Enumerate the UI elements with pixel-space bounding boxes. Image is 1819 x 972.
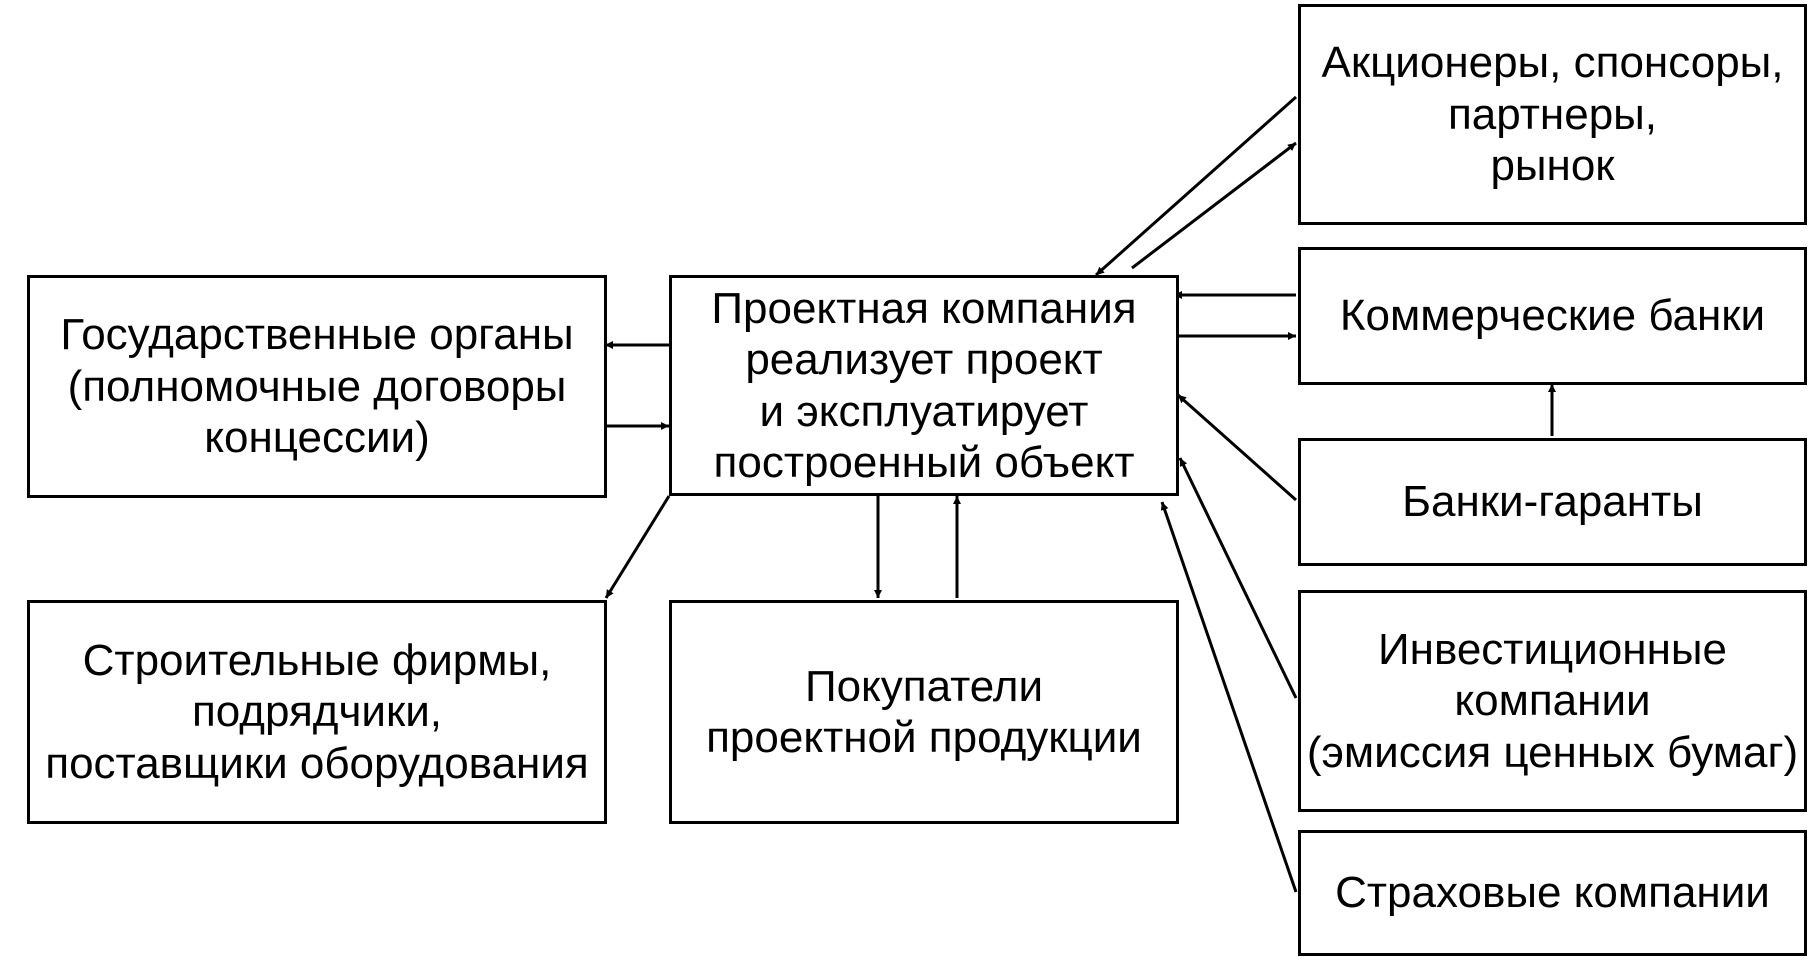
arrow-shareholders-to-center bbox=[1095, 95, 1297, 277]
arrow-guarantor-to-center bbox=[1177, 393, 1297, 502]
commercial-banks-box: Коммерческие банки bbox=[1298, 247, 1807, 385]
shareholders-line-2: партнеры, bbox=[1447, 89, 1658, 139]
buyers-line-2: проектной продукции bbox=[706, 713, 1142, 762]
shareholders-box: Акционеры, спонсоры, партнеры, рынок bbox=[1298, 4, 1807, 225]
center-line-3: и эксплуатирует bbox=[759, 386, 1089, 436]
government-line-2: (полномочные договоры bbox=[67, 361, 567, 411]
construction-line-1: Строительные фирмы, bbox=[82, 635, 552, 685]
construction-firms-box: Строительные фирмы, подрядчики, поставщи… bbox=[27, 600, 607, 824]
investment-line-1: Инвестиционные bbox=[1378, 624, 1727, 674]
shareholders-line-3: рынок bbox=[1490, 141, 1615, 191]
center-line-2: реализует проект bbox=[745, 335, 1103, 385]
arrow-center-to-shareholders bbox=[1131, 141, 1297, 270]
center-line-1: Проектная компания bbox=[711, 283, 1137, 333]
investment-line-3: (эмиссия ценных бумаг) bbox=[1306, 727, 1799, 777]
government-line-1: Государственные органы bbox=[60, 310, 574, 360]
commercial-banks-line-1: Коммерческие банки bbox=[1339, 291, 1766, 341]
buyers-line-1: Покупатели bbox=[804, 661, 1044, 711]
insurance-line-1: Страховые компании bbox=[1335, 868, 1770, 918]
arrow-center-to-construction bbox=[604, 495, 671, 599]
product-buyers-box: Покупатели проектной продукции bbox=[669, 600, 1179, 824]
investment-companies-box: Инвестиционные компании (эмиссия ценных … bbox=[1298, 590, 1807, 812]
center-project-company-box: Проектная компания реализует проект и эк… bbox=[669, 275, 1179, 496]
construction-line-3: поставщики оборудования bbox=[45, 738, 589, 788]
arrow-insurance-to-center bbox=[1160, 501, 1298, 893]
government-line-3: концессии) bbox=[204, 413, 430, 463]
guarantor-banks-line-1: Банки-гаранты bbox=[1402, 477, 1703, 527]
shareholders-line-1: Акционеры, спонсоры, bbox=[1321, 38, 1784, 88]
center-line-4: построенный объект bbox=[713, 437, 1135, 487]
guarantor-banks-box: Банки-гаранты bbox=[1298, 438, 1807, 566]
government-bodies-box: Государственные органы (полномочные дого… bbox=[27, 275, 607, 498]
arrow-investment-to-center bbox=[1178, 457, 1298, 699]
investment-line-2: компании bbox=[1454, 676, 1651, 726]
insurance-companies-box: Страховые компании bbox=[1298, 830, 1807, 956]
construction-line-2: подрядчики, bbox=[191, 687, 443, 737]
